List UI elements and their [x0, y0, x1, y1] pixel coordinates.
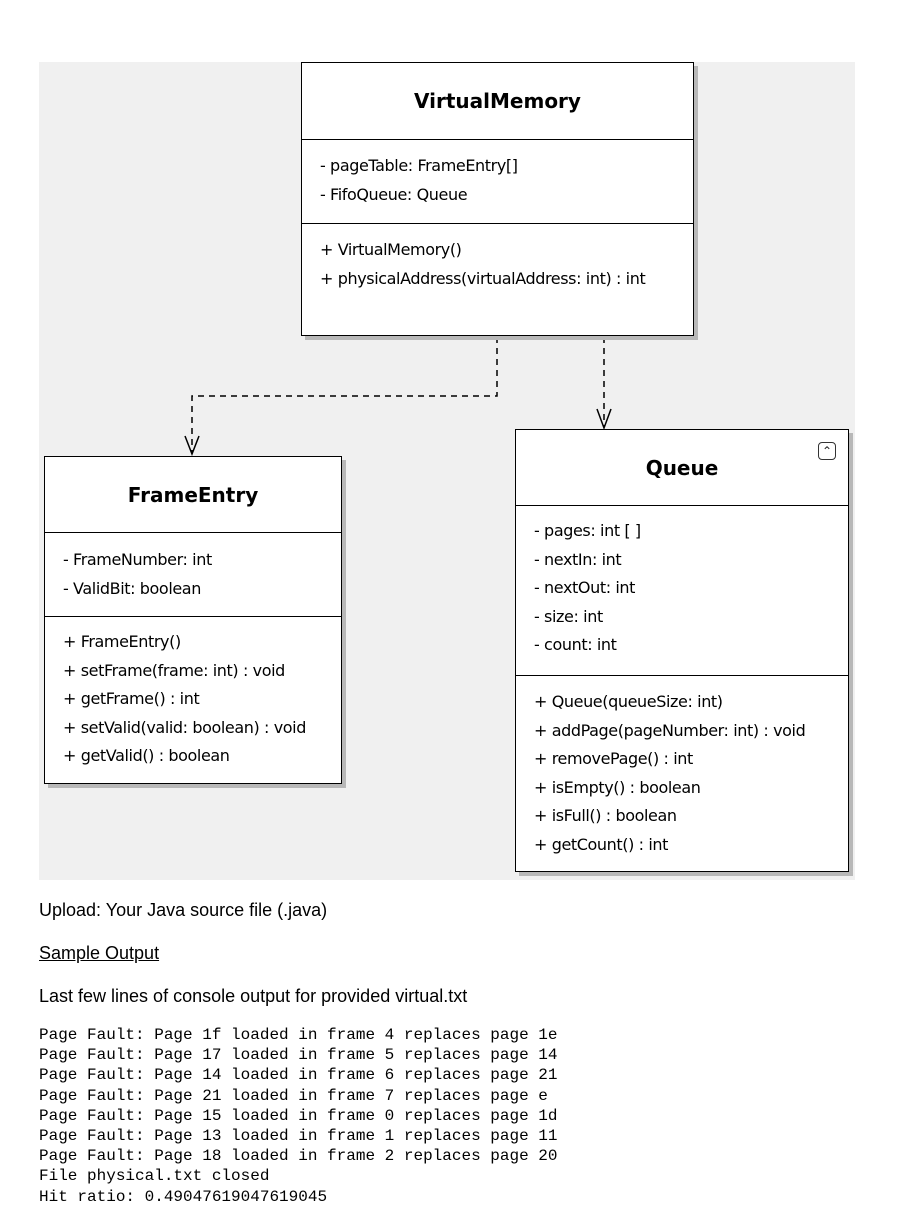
attributes-queue: - pages: int [ ] - nextIn: int - nextOut…: [516, 506, 848, 676]
class-name-queue: Queue: [516, 430, 848, 506]
attribute: - pages: int [ ]: [534, 521, 641, 540]
attribute: - nextIn: int: [534, 549, 622, 569]
class-frameentry: FrameEntry - FrameNumber: int - ValidBit…: [44, 456, 342, 784]
console-line: Page Fault: Page 14 loaded in frame 6 re…: [39, 1066, 558, 1085]
console-line: Page Fault: Page 17 loaded in frame 5 re…: [39, 1046, 558, 1065]
double-chevron-up-icon[interactable]: ⌃: [818, 442, 836, 460]
attribute: - size: int: [534, 606, 603, 626]
class-name-virtualmemory: VirtualMemory: [302, 63, 693, 140]
upload-instruction: Upload: Your Java source file (.java): [39, 900, 328, 920]
attribute: - ValidBit: boolean: [63, 578, 201, 598]
attribute: - count: int: [534, 635, 617, 654]
class-queue: Queue ⌃ - pages: int [ ] - nextIn: int -…: [515, 429, 849, 872]
methods-virtualmemory: + VirtualMemory() + physicalAddress(virt…: [302, 224, 693, 293]
attributes-frameentry: - FrameNumber: int - ValidBit: boolean: [45, 533, 341, 617]
method: + isEmpty() : boolean: [534, 777, 701, 797]
class-name-frameentry: FrameEntry: [45, 457, 341, 533]
console-line: Hit ratio: 0.49047619047619045: [39, 1187, 328, 1206]
console-line: Page Fault: Page 1f loaded in frame 4 re…: [39, 1026, 558, 1044]
console-intro: Last few lines of console output for pro…: [39, 986, 468, 1006]
method: + Queue(queueSize: int): [534, 692, 723, 711]
method: + getFrame() : int: [63, 689, 200, 708]
console-line: Page Fault: Page 13 loaded in frame 1 re…: [39, 1126, 558, 1145]
method: + getCount() : int: [534, 834, 668, 854]
attribute: - FifoQueue: Queue: [320, 184, 468, 204]
attribute: - FrameNumber: int: [63, 550, 212, 569]
method: + setFrame(frame: int) : void: [63, 660, 285, 680]
class-virtualmemory: VirtualMemory - pageTable: FrameEntry[] …: [301, 62, 694, 336]
method: + removePage() : int: [534, 749, 693, 768]
method: + isFull() : boolean: [534, 806, 677, 825]
method: + FrameEntry(): [63, 632, 181, 651]
attribute: - pageTable: FrameEntry[]: [320, 156, 518, 175]
method: + physicalAddress(virtualAddress: int) :…: [320, 268, 646, 288]
method: + addPage(pageNumber: int) : void: [534, 720, 806, 740]
method: + VirtualMemory(): [320, 240, 462, 259]
console-line: Page Fault: Page 18 loaded in frame 2 re…: [39, 1147, 558, 1166]
attributes-virtualmemory: - pageTable: FrameEntry[] - FifoQueue: Q…: [302, 140, 693, 224]
attribute: - nextOut: int: [534, 578, 636, 597]
methods-queue: + Queue(queueSize: int) + addPage(pageNu…: [516, 676, 848, 859]
sample-output-heading: Sample Output: [39, 943, 160, 963]
console-line: Page Fault: Page 21 loaded in frame 7 re…: [39, 1086, 548, 1105]
console-line: File physical.txt closed: [39, 1167, 270, 1186]
console-output: Page Fault: Page 1f loaded in frame 4 re…: [39, 1025, 557, 1207]
console-line: Page Fault: Page 15 loaded in frame 0 re…: [39, 1106, 558, 1125]
method: + getValid() : boolean: [63, 746, 230, 765]
method: + setValid(valid: boolean) : void: [63, 717, 306, 737]
methods-frameentry: + FrameEntry() + setFrame(frame: int) : …: [45, 617, 341, 771]
